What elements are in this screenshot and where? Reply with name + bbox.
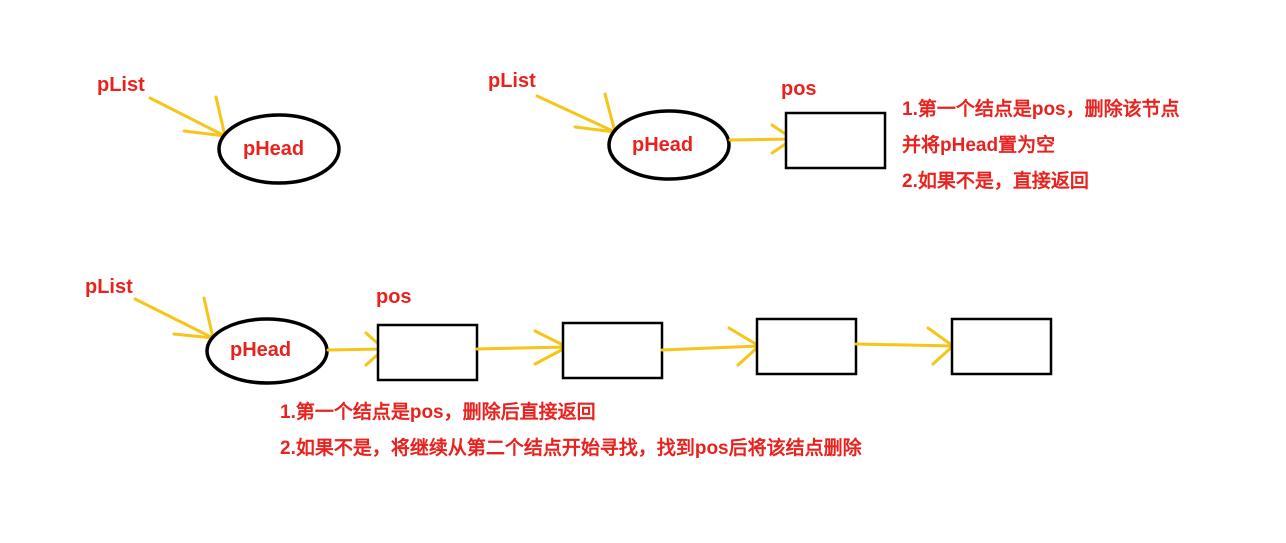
diagram3-note-1: 1.第一个结点是pos，删除后直接返回 [280, 402, 596, 423]
diagram3-pos-node [376, 323, 479, 382]
diagram1-head-label: pHead [243, 138, 305, 160]
diagram2-note-1: 1.第一个结点是pos，删除该节点 [902, 99, 1180, 120]
diagram3-plist-label: pList [85, 276, 133, 298]
diagram2-head-label: pHead [632, 134, 694, 156]
diagram2-next-arrow [728, 123, 795, 155]
diagram1-head-node [217, 113, 341, 185]
diagram3-arrow-3 [660, 326, 761, 367]
diagram1-plist-label: pList [97, 74, 145, 96]
diagram2-pos-label: pos [781, 78, 817, 100]
diagram3-arrow-4 [854, 326, 955, 366]
diagram2-plist-arrow [535, 92, 617, 134]
diagram3-head-label: pHead [230, 339, 292, 361]
diagram3-node-4 [950, 317, 1053, 376]
diagram1-plist-arrow [148, 95, 227, 138]
diagram3-pos-label: pos [376, 286, 412, 308]
diagram3-note-2: 2.如果不是，将继续从第二个结点开始寻找，找到pos后将该结点删除 [280, 438, 862, 459]
diagram2-note-3: 2.如果不是，直接返回 [902, 171, 1089, 192]
diagram2-pos-node [784, 111, 887, 170]
diagram3-node-2 [561, 321, 664, 380]
diagram2-plist-label: pList [488, 70, 536, 92]
diagram3-arrow-2 [475, 329, 569, 366]
diagram3-arrow-1 [326, 331, 386, 367]
diagram3-plist-arrow [133, 296, 215, 340]
diagram2-note-2: 并将pHead置为空 [902, 135, 1056, 156]
diagram2-head-node [607, 109, 731, 181]
diagram3-node-3 [755, 317, 858, 376]
